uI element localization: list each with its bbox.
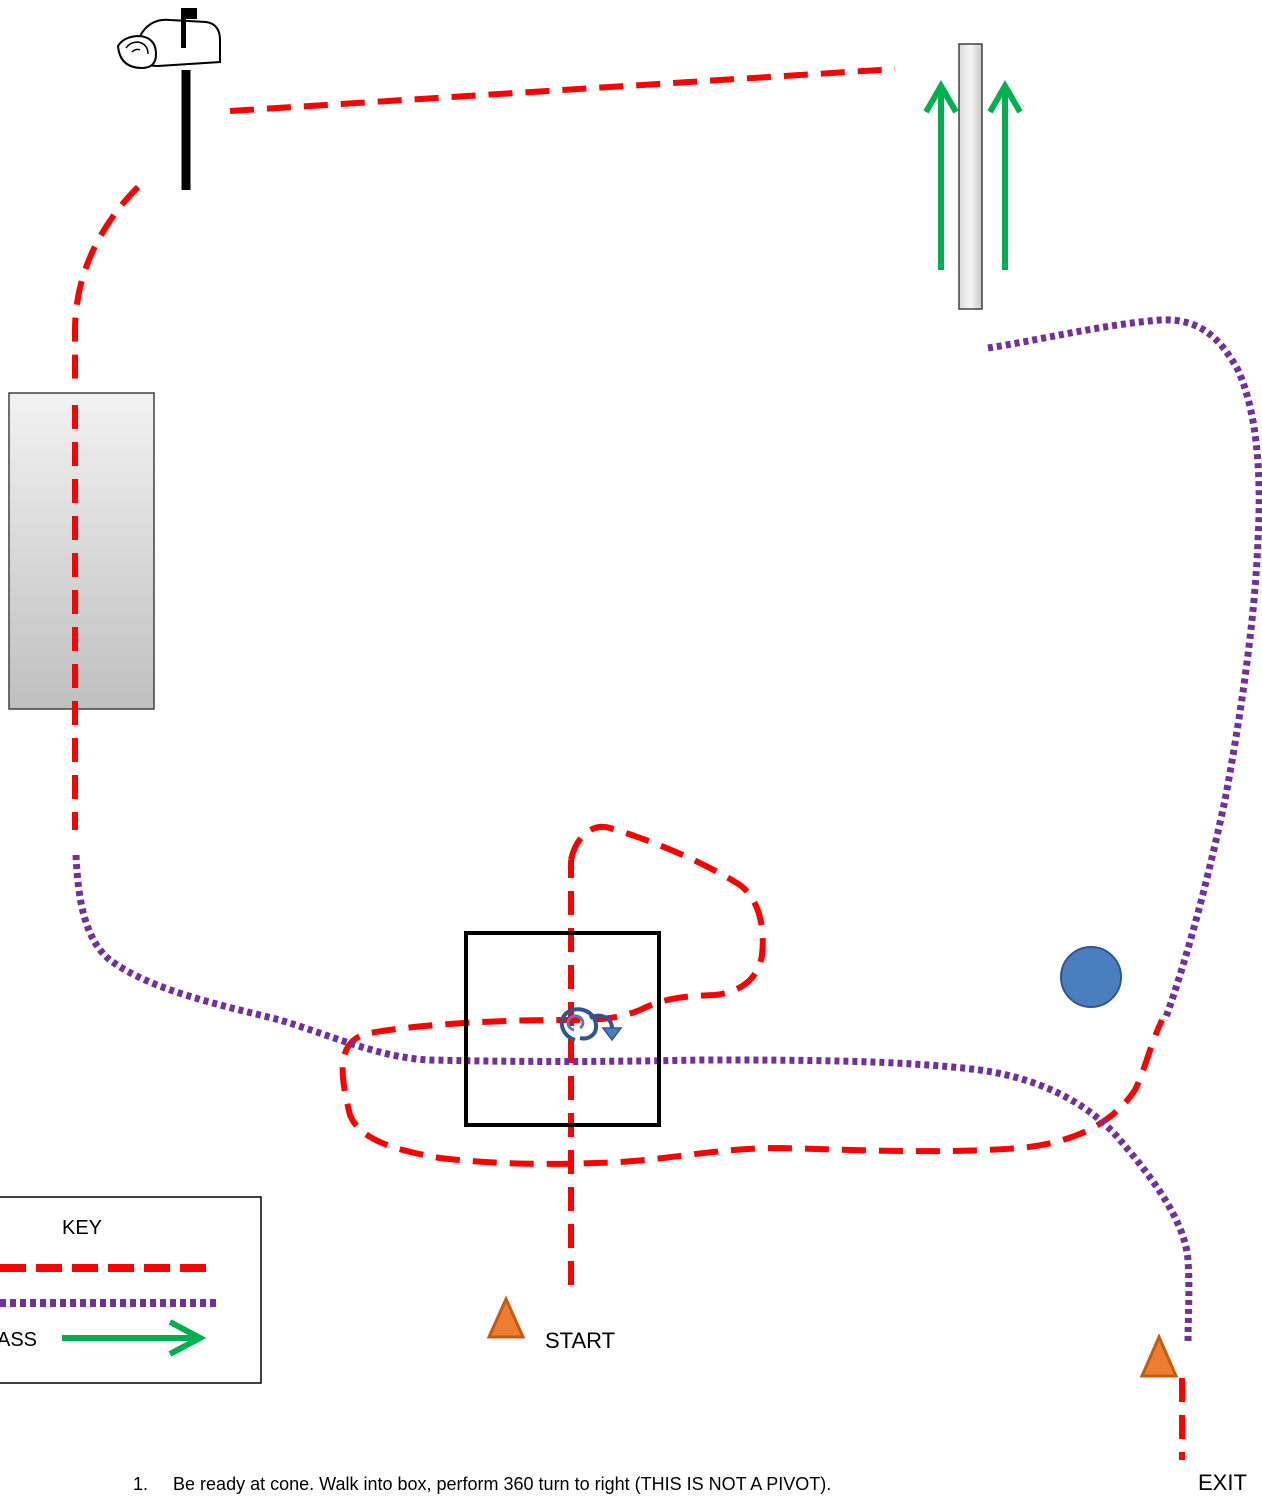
legend-title: KEY xyxy=(62,1217,102,1239)
cone-icon xyxy=(1139,1333,1179,1378)
off-leash-path xyxy=(72,316,1262,1346)
legend: KEY ASS xyxy=(0,1196,262,1384)
heel-path-top xyxy=(229,66,896,114)
instruction-number: 1. xyxy=(133,1474,149,1494)
exit-label: EXIT xyxy=(1198,1470,1247,1495)
turn-box xyxy=(464,931,661,1127)
pass-arrow-left-head xyxy=(923,79,959,114)
left-obstacle xyxy=(8,392,155,710)
heel-path-loop xyxy=(339,823,1165,1167)
legend-pass-arrowhead xyxy=(168,1319,207,1357)
mailbox-icon xyxy=(116,8,221,190)
heel-path-left-curve xyxy=(72,184,141,390)
turn-icon xyxy=(559,1007,623,1042)
legend-box xyxy=(0,1196,262,1384)
ball-icon xyxy=(1060,946,1122,1008)
heel-path xyxy=(72,66,1185,1460)
cone-icon xyxy=(486,1295,526,1339)
pass-arrows xyxy=(923,79,1023,270)
legend-pass-label: ASS xyxy=(0,1329,37,1351)
post-obstacle xyxy=(958,43,983,310)
instruction-text: Be ready at cone. Walk into box, perform… xyxy=(173,1474,832,1494)
instruction-item: 1. Be ready at cone. Walk into box, perf… xyxy=(133,1474,831,1495)
start-label: START xyxy=(545,1328,615,1353)
pass-arrow-right-head xyxy=(987,79,1023,114)
